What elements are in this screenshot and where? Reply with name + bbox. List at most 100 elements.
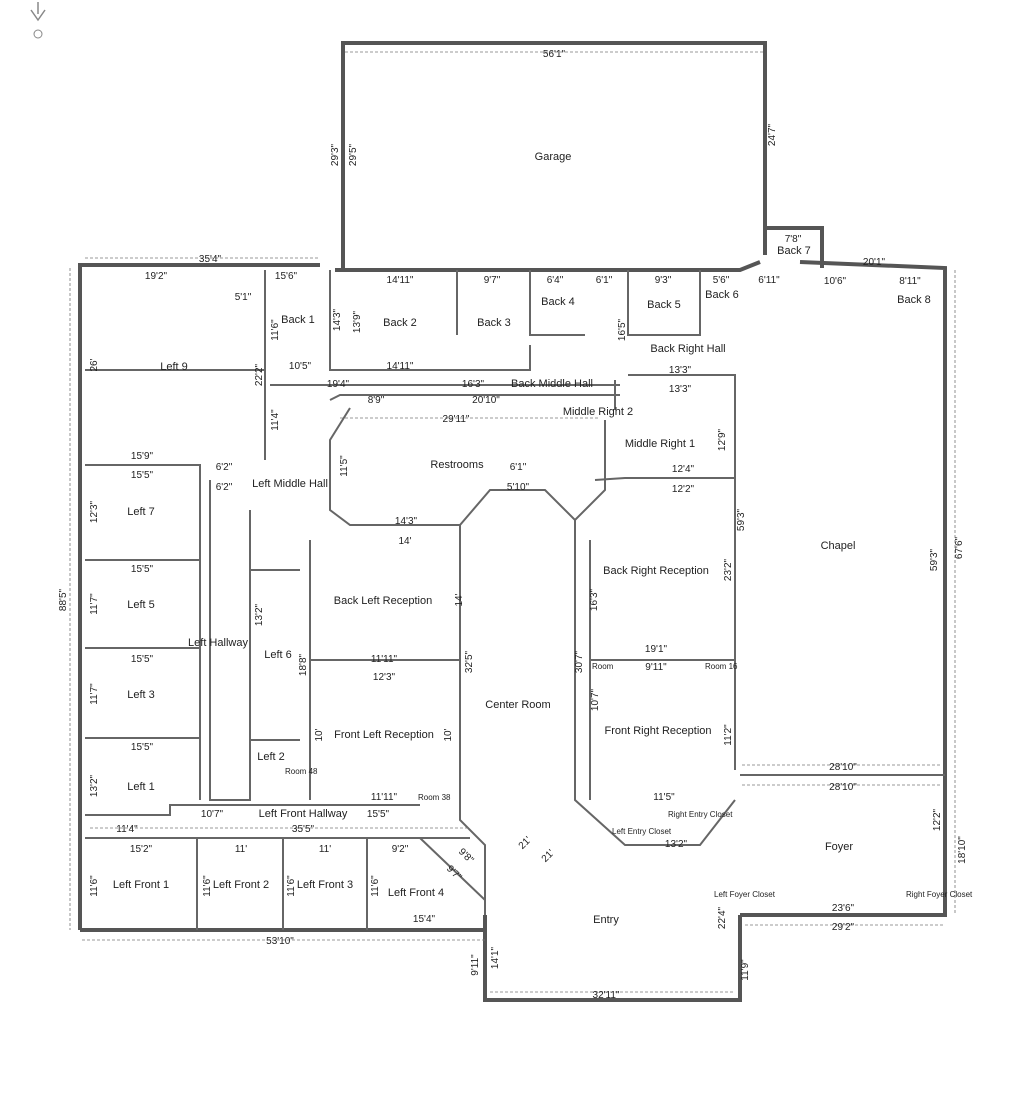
dim-label: 23'6": [832, 903, 855, 914]
dim-label: 11'4": [270, 409, 281, 431]
room-center-room[interactable]: Center Room: [485, 699, 550, 711]
dim-label: 6'2": [216, 462, 233, 473]
dimension-labels: 56'1" 29'3" 29'5" 24'7" 35'4" 19'2" 15'6…: [58, 49, 968, 1001]
room-left-3[interactable]: Left 3: [127, 689, 155, 701]
dim-label: 22'4": [717, 906, 728, 929]
room-back-5[interactable]: Back 5: [647, 299, 681, 311]
room-front-right-reception[interactable]: Front Right Reception: [605, 725, 712, 737]
room-chapel[interactable]: Chapel: [821, 540, 856, 552]
dim-label: 14'3": [332, 308, 343, 331]
dim-label: 56'1": [543, 49, 566, 60]
room-labels: Garage Back 1 Back 2 Back 3 Back 4 Back …: [113, 151, 973, 926]
dim-label: 10': [443, 728, 454, 741]
dim-label: 29'2": [832, 922, 855, 933]
dim-label: 21': [540, 848, 557, 865]
dim-label: 16'5": [617, 318, 628, 341]
room-16[interactable]: Room 16: [705, 662, 738, 671]
room-left-front-1[interactable]: Left Front 1: [113, 879, 169, 891]
room-right-foyer-closet[interactable]: Right Foyer Closet: [906, 890, 973, 899]
dim-label: 7'8": [785, 234, 802, 245]
dim-label: 30'7": [574, 650, 585, 673]
dim-label: 11': [319, 844, 331, 855]
room-back-right-hall[interactable]: Back Right Hall: [650, 343, 725, 355]
dim-label: 29'11": [443, 414, 470, 425]
room-garage[interactable]: Garage: [535, 151, 572, 163]
room-foyer[interactable]: Foyer: [825, 841, 853, 853]
dim-label: 9'8": [456, 846, 476, 866]
room-48[interactable]: Room 48: [285, 767, 318, 776]
room-38[interactable]: Room 38: [418, 793, 451, 802]
dim-label: 11'6": [202, 875, 213, 897]
dim-label: 15'5": [131, 742, 154, 753]
dim-label: 29'3": [330, 143, 341, 166]
north-arrow-icon: [30, 2, 46, 39]
room-unnamed[interactable]: Room: [592, 662, 614, 671]
dim-label: 6'1": [510, 462, 527, 473]
room-left-front-4[interactable]: Left Front 4: [388, 887, 444, 899]
dim-label: 29'5": [348, 143, 359, 166]
dim-label: 14': [398, 536, 411, 547]
dim-label: 6'4": [547, 275, 564, 286]
dim-label: 11'6": [89, 875, 100, 897]
room-back-middle-hall[interactable]: Back Middle Hall: [511, 378, 593, 390]
dim-label: 26': [89, 358, 100, 371]
room-left-1[interactable]: Left 1: [127, 781, 155, 793]
room-left-front-hallway[interactable]: Left Front Hallway: [259, 808, 348, 820]
dim-label: 14'1": [490, 946, 501, 969]
dim-label: 6'1": [596, 275, 613, 286]
room-left-front-2[interactable]: Left Front 2: [213, 879, 269, 891]
room-left-2[interactable]: Left 2: [257, 751, 285, 763]
room-back-4[interactable]: Back 4: [541, 296, 575, 308]
dim-label: 32'11": [593, 990, 620, 1001]
dim-label: 14'3": [395, 516, 418, 527]
room-left-9[interactable]: Left 9: [160, 361, 188, 373]
dim-label: 11'11": [371, 792, 398, 803]
dim-label: 15'6": [275, 271, 298, 282]
room-back-right-reception[interactable]: Back Right Reception: [603, 565, 709, 577]
room-left-hallway[interactable]: Left Hallway: [188, 637, 248, 649]
dim-label: 53'10": [266, 936, 294, 947]
dim-label: 19'1": [645, 644, 668, 655]
room-left-5[interactable]: Left 5: [127, 599, 155, 611]
room-back-6[interactable]: Back 6: [705, 289, 739, 301]
dim-label: 28'10": [829, 762, 857, 773]
room-back-1[interactable]: Back 1: [281, 314, 315, 326]
room-back-3[interactable]: Back 3: [477, 317, 511, 329]
room-left-6[interactable]: Left 6: [264, 649, 292, 661]
dim-label: 19'2": [145, 271, 168, 282]
dim-label: 59'3": [929, 548, 940, 571]
dim-label: 11'5": [653, 792, 675, 803]
room-left-7[interactable]: Left 7: [127, 506, 155, 518]
room-right-entry-closet[interactable]: Right Entry Closet: [668, 810, 733, 819]
dim-label: 10'6": [824, 276, 847, 287]
room-restrooms[interactable]: Restrooms: [430, 459, 484, 471]
dim-label: 13'2": [89, 774, 100, 797]
dim-label: 16'3": [589, 588, 600, 611]
dim-label: 19'4": [327, 379, 350, 390]
room-entry[interactable]: Entry: [593, 914, 619, 926]
dim-label: 12'3": [373, 672, 396, 683]
dim-label: 11'2": [723, 724, 734, 746]
room-middle-right-1[interactable]: Middle Right 1: [625, 438, 695, 450]
dim-label: 11'6": [286, 875, 297, 897]
room-back-8[interactable]: Back 8: [897, 294, 931, 306]
dim-label: 9'11": [470, 954, 481, 976]
room-left-middle-hall[interactable]: Left Middle Hall: [252, 478, 328, 490]
room-left-front-3[interactable]: Left Front 3: [297, 879, 353, 891]
room-left-entry-closet[interactable]: Left Entry Closet: [612, 827, 672, 836]
dim-label: 12'4": [672, 464, 695, 475]
dim-label: 13'3": [669, 365, 692, 376]
dim-label: 11'7": [89, 683, 100, 705]
room-back-2[interactable]: Back 2: [383, 317, 417, 329]
room-back-left-reception[interactable]: Back Left Reception: [334, 595, 432, 607]
room-left-foyer-closet[interactable]: Left Foyer Closet: [714, 890, 776, 899]
dim-label: 6'11": [758, 275, 780, 286]
room-back-7[interactable]: Back 7: [777, 245, 811, 257]
dim-label: 13'2": [254, 603, 265, 626]
dim-label: 67'6": [954, 536, 965, 559]
dim-label: 12'2": [932, 808, 943, 831]
dim-label: 15'2": [130, 844, 153, 855]
dim-label: 24'7": [767, 123, 778, 146]
room-front-left-reception[interactable]: Front Left Reception: [334, 729, 434, 741]
room-middle-right-2[interactable]: Middle Right 2: [563, 406, 633, 418]
